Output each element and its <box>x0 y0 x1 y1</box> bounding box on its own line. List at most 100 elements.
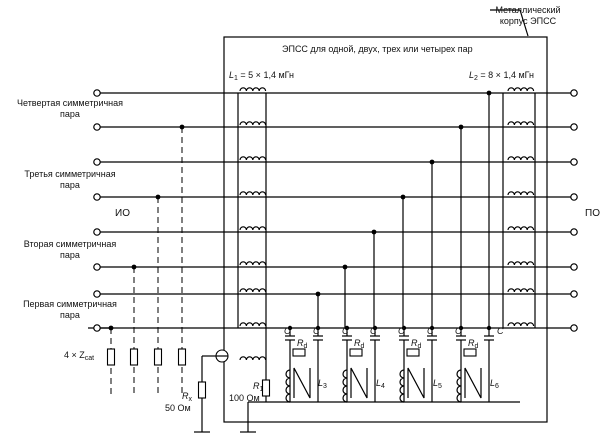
pair-4-label-line1: Четвертая симметричная <box>16 98 124 108</box>
zcat-tap-dot-3 <box>155 194 161 200</box>
enclosure-label: Металлический корпус ЭПСС <box>488 5 568 27</box>
left-terminal-5 <box>93 228 101 236</box>
pair-2-label-line1: Вторая симметричная <box>23 239 117 249</box>
r1-symbol: R <box>253 381 260 391</box>
tap-dot-7 <box>486 90 492 96</box>
stage-2-l-subscript: 4 <box>381 383 385 390</box>
enclosure-box <box>223 36 548 423</box>
tap-dot-4 <box>400 194 406 200</box>
stage-4-inductor-coil <box>456 369 462 403</box>
stage-4-rd: Rd <box>468 338 478 352</box>
l2-coil-5 <box>507 226 535 231</box>
stage-1-rd: Rd <box>297 338 307 352</box>
stage-2-inductor-coil <box>342 369 348 403</box>
right-terminal-8 <box>570 324 578 332</box>
l2-label: L2 = 8 × 1,4 мГн <box>469 70 534 84</box>
stage-3-c-right: C <box>427 326 434 336</box>
l1-symbol: L <box>229 70 235 80</box>
stage-2-l-symbol: L <box>376 378 382 388</box>
zcat-resistor-1 <box>106 348 116 366</box>
rx-value: 50 Ом <box>165 403 191 413</box>
stage-2-rd-subscript: d <box>360 343 365 350</box>
l1-value: = 5 × 1,4 мГн <box>237 70 294 80</box>
stage-4-l-subscript: 6 <box>495 383 499 390</box>
l1-coil-extra <box>239 356 267 361</box>
pair-2-label-line2: пара <box>60 250 80 260</box>
cat-load-label: 4 × Zcat <box>64 350 94 364</box>
stage-4-rd-subscript: d <box>474 343 479 350</box>
enclosure-label-line1: Металлический <box>495 5 561 15</box>
stage-1-inductor-coil <box>285 369 291 403</box>
right-terminal-6 <box>570 263 578 271</box>
stage-1-l-symbol: L <box>318 378 324 388</box>
tap-dot-3 <box>371 229 377 235</box>
stage-2-rd: Rd <box>354 338 364 352</box>
r1-resistor <box>261 379 271 397</box>
right-terminal-2 <box>570 123 578 131</box>
stage-4-rd-symbol: R <box>468 338 475 348</box>
stage-3-l: L5 <box>433 378 442 392</box>
pair-4-label-line2: пара <box>60 109 80 119</box>
rx-subscript: x <box>188 396 193 403</box>
tap-dot-6 <box>458 124 464 130</box>
cat-load-subscript: cat <box>84 355 95 362</box>
right-terminal-3 <box>570 158 578 166</box>
stage-1-rd-resistor <box>292 348 306 357</box>
right-terminal-5 <box>570 228 578 236</box>
left-terminal-6 <box>93 263 101 271</box>
r1-value: 100 Ом <box>229 393 260 403</box>
l2-subscript: 2 <box>474 75 478 82</box>
l1-coil-4 <box>239 191 267 196</box>
pair-3-label: Третья симметричная пара <box>4 169 136 191</box>
pair-1-label-line2: пара <box>60 310 80 320</box>
stage-3-rd-subscript: d <box>417 343 422 350</box>
l1-coil-2 <box>239 121 267 126</box>
stage-4-c-right: C <box>497 326 504 336</box>
l1-coil-1 <box>239 87 267 92</box>
stage-1-rd-symbol: R <box>297 338 304 348</box>
tap-dot-5 <box>429 159 435 165</box>
stage-2-inductor-core <box>350 367 368 399</box>
stage-3-l-symbol: L <box>433 378 439 388</box>
l2-coil-8 <box>507 322 535 327</box>
stage-4-rd-resistor <box>463 348 477 357</box>
pair-1-label-line1: Первая симметричная <box>23 299 117 309</box>
pair-1-label: Первая симметричная пара <box>4 299 136 321</box>
stage-1-l: L3 <box>318 378 327 392</box>
stage-2-rd-symbol: R <box>354 338 361 348</box>
enclosure-label-line2: корпус ЭПСС <box>499 16 557 26</box>
stage-3-c-left: C <box>398 326 405 336</box>
l2-symbol: L <box>469 70 475 80</box>
stage-3-rd: Rd <box>411 338 421 352</box>
zcat-tap-dot-2 <box>131 264 137 270</box>
stage-2-rd-resistor <box>349 348 363 357</box>
stage-1-rd-subscript: d <box>303 343 308 350</box>
stage-3-l-subscript: 5 <box>438 383 442 390</box>
l1-coil-6 <box>239 261 267 266</box>
l1-coil-3 <box>239 156 267 161</box>
pair-4-label: Четвертая симметричная пара <box>4 98 136 120</box>
l1-coil-8 <box>239 322 267 327</box>
tap-dot-1 <box>315 291 321 297</box>
zcat-resistor-2 <box>129 348 139 366</box>
left-terminal-7 <box>93 290 101 298</box>
cat-load-prefix: 4 × Z <box>64 350 85 360</box>
l1-coil-7 <box>239 288 267 293</box>
l2-coil-4 <box>507 191 535 196</box>
left-terminal-8 <box>93 324 101 332</box>
stage-4-l-symbol: L <box>490 378 496 388</box>
stage-1-c-left: C <box>284 326 291 336</box>
right-terminal-7 <box>570 290 578 298</box>
zcat-tap-dot-4 <box>179 124 185 130</box>
stage-1-inductor-core <box>293 367 311 399</box>
l2-value: = 8 × 1,4 мГн <box>477 70 534 80</box>
enclosure-title: ЭПСС для одной, двух, трех или четырех п… <box>282 44 473 54</box>
stage-4-l: L6 <box>490 378 499 392</box>
l1-subscript: 1 <box>234 75 238 82</box>
stage-3-rd-resistor <box>406 348 420 357</box>
left-terminal-3 <box>93 158 101 166</box>
left-terminal-1 <box>93 89 101 97</box>
right-terminal-4 <box>570 193 578 201</box>
